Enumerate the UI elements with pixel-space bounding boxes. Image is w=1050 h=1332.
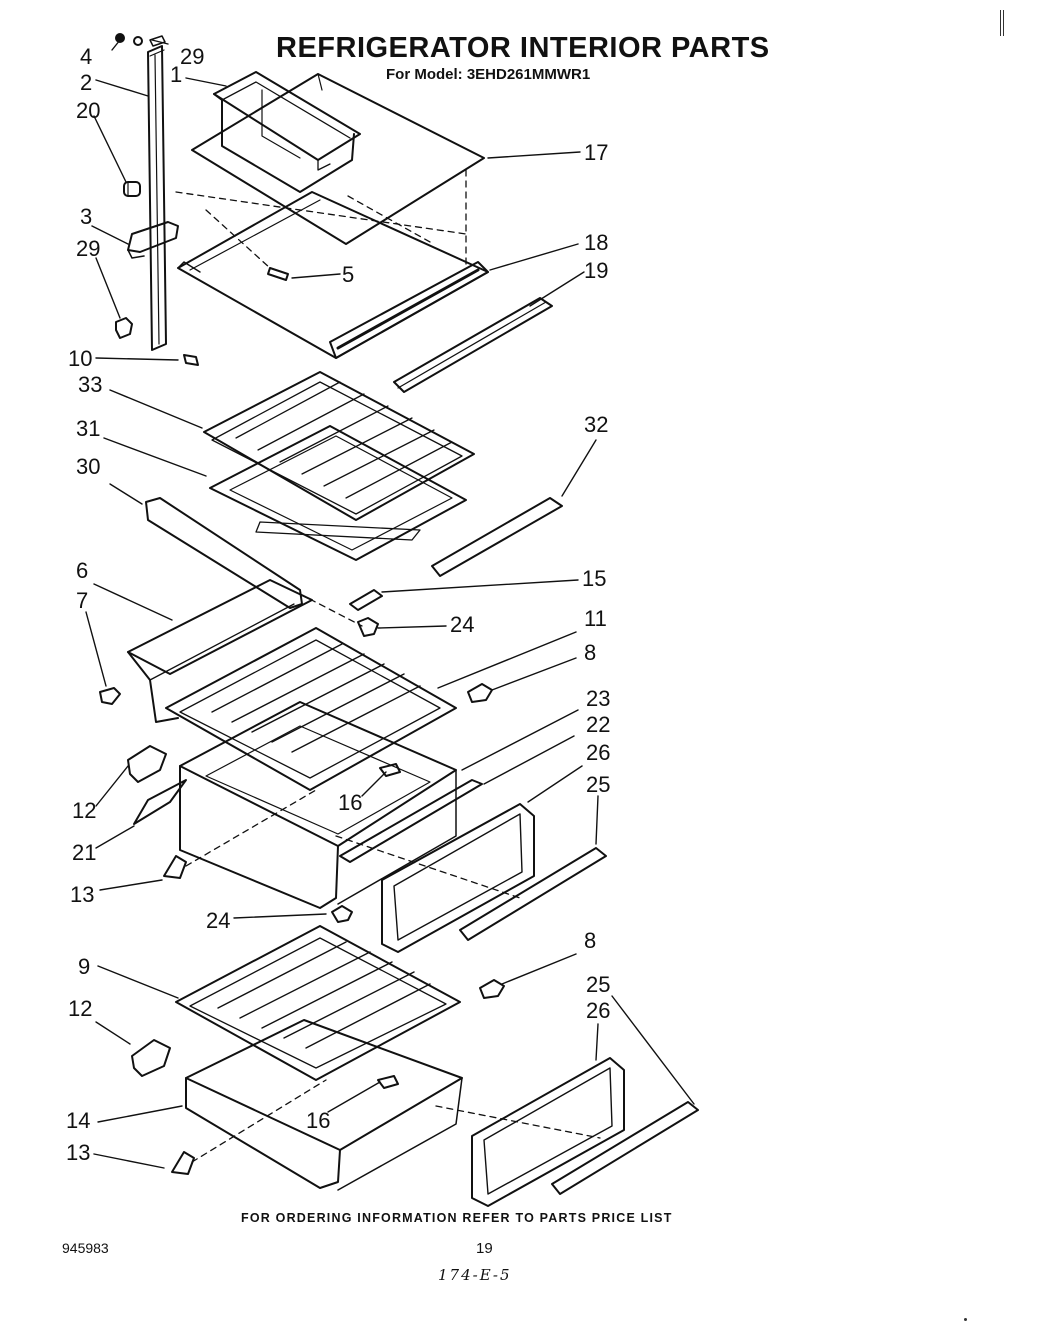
crisper-drawer-lower — [185, 1019, 463, 1191]
drawer-front-lower — [471, 1057, 625, 1207]
callout-15: 15 — [582, 566, 606, 591]
glass-shelf-lower — [175, 925, 461, 1081]
callout-30: 30 — [76, 454, 100, 479]
roller-16-lower — [377, 1075, 399, 1089]
screw-10 — [183, 354, 199, 366]
shelf-support-rail — [147, 45, 167, 351]
bracket-12-lower — [131, 1039, 171, 1077]
callout-2: 2 — [80, 70, 92, 95]
callout-31: 31 — [76, 416, 100, 441]
scan-speck — [964, 1318, 967, 1321]
callout-20: 20 — [76, 98, 100, 123]
crisper-cover — [127, 579, 313, 723]
clip-24-lower — [331, 905, 353, 923]
callout-24-upper: 24 — [450, 612, 474, 637]
pin-5 — [267, 267, 289, 281]
callout-16-upper: 16 — [338, 790, 362, 815]
callout-32: 32 — [584, 412, 608, 437]
callout-26-lower: 26 — [586, 998, 610, 1023]
deli-bin — [213, 71, 361, 193]
callout-12-upper: 12 — [72, 798, 96, 823]
callout-13-upper: 13 — [70, 882, 94, 907]
callout-5: 5 — [342, 262, 354, 287]
ordering-note: FOR ORDERING INFORMATION REFER TO PARTS … — [241, 1211, 673, 1225]
callout-16-lower: 16 — [306, 1108, 330, 1133]
callout-19: 19 — [584, 258, 608, 283]
callout-11: 11 — [584, 606, 607, 631]
screw-8-lower — [479, 979, 505, 999]
callout-29-top: 29 — [180, 44, 204, 69]
shelf-frame — [177, 191, 489, 359]
callout-3: 3 — [80, 204, 92, 229]
bracket-12-upper — [127, 745, 167, 783]
callout-25-upper: 25 — [586, 772, 610, 797]
drawer-trim-lower — [551, 1101, 699, 1195]
callout-17: 17 — [584, 140, 608, 165]
callout-10: 10 — [68, 346, 92, 371]
handwritten-note: 174-E-5 — [438, 1266, 512, 1284]
callout-8-lower: 8 — [584, 928, 596, 953]
margin-mark — [1000, 10, 1004, 36]
drawer-front-upper — [381, 803, 535, 953]
shelf-bracket — [127, 221, 179, 259]
page-title: REFRIGERATOR INTERIOR PARTS — [276, 32, 770, 64]
callout-18: 18 — [584, 230, 608, 255]
clip-13-lower — [171, 1151, 195, 1175]
callout-1: 1 — [170, 62, 182, 87]
callout-29-mid: 29 — [76, 236, 100, 261]
callout-9: 9 — [78, 954, 90, 979]
screw-8-upper — [467, 683, 493, 703]
roller-15 — [349, 589, 383, 611]
glass-shelf-middle — [165, 627, 457, 791]
drawer-trim-upper — [459, 847, 607, 941]
clip-part — [115, 317, 133, 339]
crisper-trim — [431, 497, 563, 577]
callout-13-lower: 13 — [66, 1140, 90, 1165]
crisper-slide — [145, 497, 421, 609]
leader-lines — [85, 39, 695, 1169]
cam-part — [123, 181, 141, 197]
callout-21: 21 — [72, 840, 96, 865]
callout-4: 4 — [80, 44, 92, 69]
glass-shelf-top — [191, 73, 485, 245]
callout-labels: 4 29 1 2 20 17 3 29 18 19 5 10 33 31 32 … — [66, 44, 610, 1165]
model-subtitle: For Model: 3EHD261MMWR1 — [386, 66, 591, 83]
shelf-trim — [393, 297, 553, 393]
callout-22: 22 — [586, 712, 610, 737]
clip-13-upper — [163, 855, 187, 879]
crisper-frame — [209, 425, 467, 561]
screw-7 — [99, 687, 121, 705]
callout-33: 33 — [78, 372, 102, 397]
document-number: 945983 — [62, 1240, 109, 1256]
callout-23: 23 — [586, 686, 610, 711]
callout-6: 6 — [76, 558, 88, 583]
drawer-rail — [339, 779, 483, 863]
callout-26-upper: 26 — [586, 740, 610, 765]
callout-24-lower: 24 — [206, 908, 230, 933]
crisper-drawer-upper — [179, 701, 457, 909]
clip-24-upper — [357, 617, 379, 637]
callout-12-lower: 12 — [68, 996, 92, 1021]
callout-8-upper: 8 — [584, 640, 596, 665]
callout-25-lower: 25 — [586, 972, 610, 997]
page-number: 19 — [476, 1240, 493, 1257]
callout-7: 7 — [76, 588, 88, 613]
callout-14: 14 — [66, 1108, 90, 1133]
crisper-tray-upper — [203, 371, 475, 521]
label-21 — [133, 779, 187, 825]
screw-top — [115, 33, 166, 47]
